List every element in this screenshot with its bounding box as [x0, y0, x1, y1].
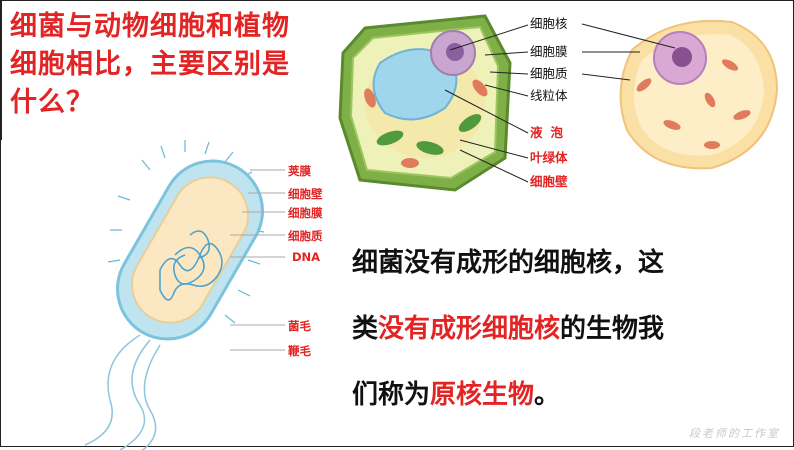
statement-part-5: 。 — [534, 380, 561, 410]
label-mitochondria: 线粒体 — [530, 88, 568, 103]
statement-part-4: 们称为 — [352, 380, 431, 410]
plant-cell-leader-lines — [444, 24, 529, 183]
animal-cell-leader-lines — [581, 23, 676, 81]
label-cytoplasm: 细胞质 — [530, 66, 568, 81]
label-cell-membrane: 细胞膜 — [530, 44, 568, 59]
left-border-bar — [0, 0, 2, 140]
label-cell-wall: 细胞壁 — [530, 174, 568, 189]
question-line-1: 细菌与动物细胞和植物 — [10, 11, 290, 42]
label-capsule: 荚膜 — [288, 164, 311, 178]
label-nucleus: 细胞核 — [530, 16, 568, 31]
question-line-2: 细胞相比，主要区别是 — [10, 49, 290, 80]
statement-line-2: 类没有成形细胞核的生物我 — [352, 296, 782, 362]
statement-highlight-2: 原核生物 — [430, 380, 535, 410]
animal-cell-illustration — [619, 19, 779, 170]
label-pili: 菌毛 — [288, 319, 311, 333]
bacterium-illustration — [84, 140, 265, 450]
label-chloroplast: 叶绿体 — [530, 150, 568, 165]
bacterium-leader-lines — [230, 169, 285, 351]
statement-line-1: 细菌没有成形的细胞核，这 — [352, 230, 782, 296]
statement-part-2: 类 — [352, 314, 379, 344]
label-bact-cytoplasm: 细胞质 — [288, 229, 323, 243]
label-flagellum: 鞭毛 — [288, 344, 311, 358]
statement-part-3: 的生物我 — [560, 314, 665, 344]
statement-highlight-1: 没有成形细胞核 — [378, 314, 561, 344]
label-dna: DNA — [292, 250, 321, 264]
statement-text: 细菌没有成形的细胞核，这 类没有成形细胞核的生物我 们称为原核生物。 — [352, 230, 782, 428]
label-vacuole: 液泡 — [530, 125, 572, 140]
statement-part-1: 细菌没有成形的细胞核，这 — [352, 248, 665, 278]
statement-line-3: 们称为原核生物。 — [352, 362, 782, 428]
question-text: 细菌与动物细胞和植物 细胞相比，主要区别是 什么？ — [10, 8, 340, 122]
watermark: 段老师的工作室 — [689, 427, 780, 440]
question-line-3: 什么？ — [10, 87, 94, 118]
label-bact-cell-wall: 细胞壁 — [288, 187, 323, 201]
label-bact-membrane: 细胞膜 — [288, 206, 323, 220]
